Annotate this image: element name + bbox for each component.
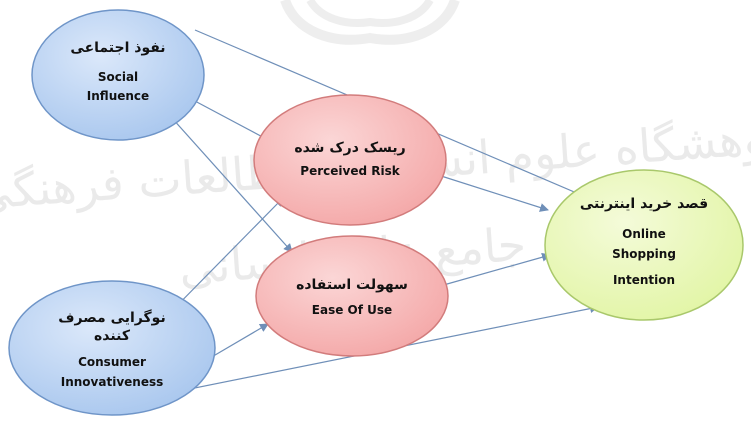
node-perceived-risk: ریسک درک شده Perceived Risk [253, 94, 447, 226]
node-online-shopping-intention-en-1: Online [622, 227, 666, 241]
node-online-shopping-intention-shape [544, 169, 744, 321]
node-consumer-innovativeness-en-2: Innovativeness [61, 375, 164, 389]
edge-risk-to-intention [437, 174, 549, 212]
node-social-influence-en-2: Influence [87, 89, 149, 103]
node-consumer-innovativeness-fa-1: نوگرایی مصرف [58, 309, 165, 326]
edge-social-to-ease [162, 107, 293, 253]
node-social-influence-en-1: Social [98, 70, 138, 84]
node-consumer-innovativeness: نوگرایی مصرف کننده Consumer Innovativene… [8, 280, 216, 416]
node-consumer-innovativeness-shape [8, 280, 216, 416]
edge-ease-to-intention [439, 252, 551, 287]
node-ease-of-use-fa: سهولت استفاده [296, 277, 408, 293]
node-online-shopping-intention-en-3: Intention [613, 273, 675, 287]
node-perceived-risk-fa: ریسک درک شده [294, 140, 405, 156]
node-online-shopping-intention-en-2: Shopping [612, 247, 676, 261]
node-social-influence-shape [31, 9, 205, 141]
node-consumer-innovativeness-fa-2: کننده [94, 328, 131, 344]
node-consumer-innovativeness-en-1: Consumer [78, 355, 146, 369]
node-social-influence-fa: نفوذ اجتماعی [70, 40, 165, 56]
node-online-shopping-intention-fa: قصد خرید اینترنتی [580, 196, 708, 212]
node-online-shopping-intention: قصد خرید اینترنتی Online Shopping Intent… [544, 169, 744, 321]
node-social-influence: نفوذ اجتماعی Social Influence [31, 9, 205, 141]
node-ease-of-use-shape [255, 235, 449, 357]
edge-innov-to-ease [209, 323, 269, 359]
node-ease-of-use-en: Ease Of Use [312, 303, 392, 317]
node-perceived-risk-en: Perceived Risk [300, 164, 400, 178]
node-perceived-risk-shape [253, 94, 447, 226]
node-ease-of-use: سهولت استفاده Ease Of Use [255, 235, 449, 357]
watermark-logo [280, 0, 460, 45]
